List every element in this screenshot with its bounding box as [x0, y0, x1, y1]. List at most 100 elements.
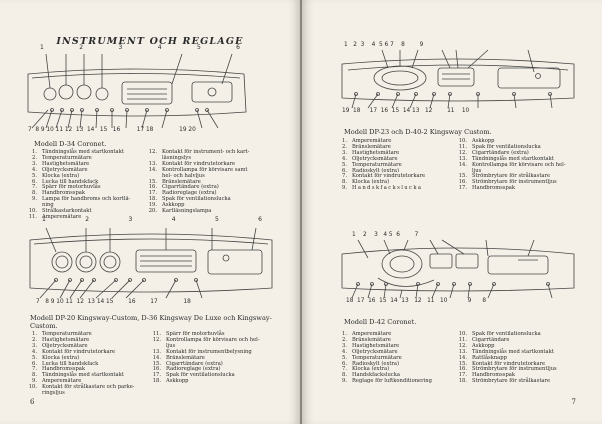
figure-callouts-top: 1 2 3 4 5 6 [42, 216, 262, 223]
list-item: 7.Klocka (extra) [342, 366, 390, 373]
parts-list: 1.Temperaturmätare 2.Hastighetsmätare 3.… [28, 331, 152, 397]
parts-list: 1.Tändningslås med startkontakt 2.Temper… [28, 149, 146, 221]
list-item: 1.Amperemätare [342, 331, 392, 337]
list-item: 4.Kontakt för vindrutetorkare [32, 348, 116, 355]
list-item: 9.Amperemätare [32, 378, 82, 385]
list-item: 17.Handbromsspak [458, 185, 516, 192]
list-item: 13.Tändningslås med startkontakt [458, 348, 554, 355]
list-item: 16.Strömbrytare för instrumentljus [458, 179, 557, 186]
list-item: 14.Kontrollampa för körvisare och hel- [458, 161, 566, 168]
list-item: 15.Cigarrtändare (extra) [152, 360, 223, 367]
page-number: 7 [571, 398, 576, 406]
callout: 4 [171, 216, 176, 223]
list-item: 9.Reglage för luftkonditionering [342, 378, 432, 385]
list-item: 7.Handbromsspak [32, 366, 86, 373]
model-title-line: Modell DP-20 Kingsway-Custom, D-36 Kings… [30, 314, 272, 322]
list-item: 20.Kartläsningslampa [148, 208, 212, 215]
parts-list: 1.Amperemätare 2.Bränslemätare 3.Hastigh… [338, 138, 458, 192]
parts-list: 11.Spärr för motorhuvlås 12.Kontrollampa… [152, 331, 282, 385]
right-page: 1 2 3 4 5 6 7 8 9 19 18 17 16 15 14 13 1… [302, 0, 602, 424]
list-item: 10.Strålkastarkontakt [28, 208, 92, 215]
callout: 5 [196, 44, 201, 51]
list-item: 4.Oljetrycksmätare [342, 348, 398, 355]
list-item: 2.Hastighetsmätare [32, 336, 90, 343]
dashboard-illustration-kingsway: 1 2 3 4 5 6 7 8 9 10 11 12 13 14 15 16 1… [26, 216, 276, 306]
list-item: 11.Cigarrtändare [458, 336, 510, 343]
list-item: 5.Klocka (extra) [32, 354, 80, 361]
list-item: 2.Bränslemätare [342, 336, 391, 343]
parts-list: 10.Askkopp 11.Spak för ventilationslucka… [458, 138, 588, 192]
list-item: ning [42, 202, 54, 209]
list-item: 15.Bränslemätare [148, 178, 201, 185]
callout: 4 [157, 44, 162, 51]
page-heading: INSTRUMENT OCH REGLAGE [56, 36, 244, 47]
model-title: Modell DP-20 Kingsway-Custom, D-36 Kings… [30, 314, 278, 330]
list-item: 11.Spak för ventilationslucka [458, 143, 541, 150]
model-title-line: Custom. [30, 322, 58, 330]
list-item: 8.Handskfackslucka [342, 372, 400, 379]
list-item: 16.Cigarrtändare (extra) [148, 184, 219, 191]
list-item: 2.Bränslemätare [342, 143, 391, 150]
list-item: 2.Temperaturmätare [32, 154, 92, 161]
list-item: 3.Hastighetsmätare [342, 342, 400, 349]
list-item: ringsljus [42, 390, 65, 397]
dashboard-illustration-d34: 1 2 3 4 5 6 7 8 9 10 11 12 13 14 15 16 1… [22, 44, 252, 136]
list-item: 14.Rattlåsknapp [458, 354, 507, 361]
list-item: 13.Kontakt för instrumentbelysning [152, 348, 252, 355]
callout: 3 [118, 44, 123, 51]
model-title: Modell DP-23 och D-40-2 Kingsway Custom. [344, 128, 492, 136]
figure-callouts-top: 1 2 3 4 5 6 [40, 44, 240, 51]
list-item: 12.Kontrollampa för körvisare och hel- [152, 336, 260, 343]
list-item: 3.Hastighetsmätare [32, 160, 90, 167]
list-item: 8.Klocka (extra) [342, 179, 390, 186]
list-item: 13.Tändningslås med startkontakt [458, 155, 554, 162]
list-item: 1.Tändningslås med startkontakt [32, 149, 124, 155]
dashboard-drawing [29, 227, 273, 299]
list-item: 14.Bränslemätare [152, 354, 205, 361]
figure-callouts-top: 1 2 3 4 5 6 7 8 9 [344, 42, 424, 48]
dashboard-drawing [27, 53, 247, 129]
list-item: 1.Temperaturmätare [32, 331, 92, 337]
list-item: 5.Klocka (extra) [32, 172, 80, 179]
callout: 2 [79, 44, 84, 51]
list-item: 6.Lucka till handskfack [32, 360, 99, 367]
list-item: 14.Kontrollampa för körvisare samt [148, 166, 248, 173]
list-item: 6.Radioskylt (extra) [342, 167, 400, 174]
dashboard-illustration-d42: 1 2 3 4 5 6 7 18 17 16 15 14 13 12 11 10… [338, 232, 578, 310]
parts-list: 12.Kontakt för instrument- och kart- läs… [148, 149, 280, 215]
list-item: 13.Kontakt för vindrutetorkare [148, 160, 236, 167]
callout: 6 [236, 44, 240, 51]
dashboard-illustration-kingsway-custom: 1 2 3 4 5 6 7 8 9 19 18 17 16 15 14 13 1… [338, 42, 578, 122]
list-item: läsningslys [162, 154, 191, 161]
list-item: 9.Lampa för handbroms och kortlä- [32, 196, 131, 203]
left-page: INSTRUMENT OCH REGLAGE [0, 0, 300, 424]
callout: 6 [258, 216, 262, 223]
page-number: 6 [30, 398, 35, 406]
model-title: Modell D-42 Coronet. [344, 318, 417, 326]
list-item: 17.Handbromsspak [458, 372, 516, 379]
figure-callouts-bottom: 7 8 9 10 11 12 13 14 15 16 17 18 [36, 299, 191, 305]
dashboard-drawing [341, 49, 575, 109]
figure-callouts-bottom: 19 18 17 16 15 14 13 12 11 10 [342, 108, 470, 114]
list-item: 11.Spärr för motorhuvlås [152, 331, 225, 337]
book-gutter [300, 0, 302, 424]
list-item: ljus [166, 342, 176, 349]
list-item: 15.Strömbrytare för strålkastare [458, 173, 551, 180]
list-item: 4.Oljetrycksmätare [342, 155, 398, 162]
list-item: 6.Lucka till handskfack [32, 178, 99, 185]
parts-list: 1.Amperemätare 2.Bränslemätare 3.Hastigh… [338, 331, 458, 385]
callout: 5 [214, 216, 219, 223]
callout: 2 [85, 216, 90, 223]
figure-callouts-bottom: 18 17 16 15 14 13 12 11 10 9 8 [346, 298, 487, 304]
list-item: 15.Kontakt för vindrutetorkare [458, 360, 546, 367]
list-item: 8.Handbromsspak [32, 190, 86, 197]
list-item: 5.Temperaturmätare [342, 354, 402, 361]
list-item: 16.Strömbrytare för instrumentljus [458, 366, 557, 373]
list-item: 9.Handskfackslucka [342, 185, 423, 192]
figure-callouts-bottom: 7 8 9 10 11 12 13 14 15 16 17 18 19 20 [28, 127, 196, 133]
list-item: hel- och halvljus [162, 172, 205, 179]
list-item: 17.Spak för ventilationslucka [152, 372, 235, 379]
list-item: 10.Kontakt för strålkastare och parke- [28, 384, 135, 391]
list-item: ljus [472, 167, 482, 174]
